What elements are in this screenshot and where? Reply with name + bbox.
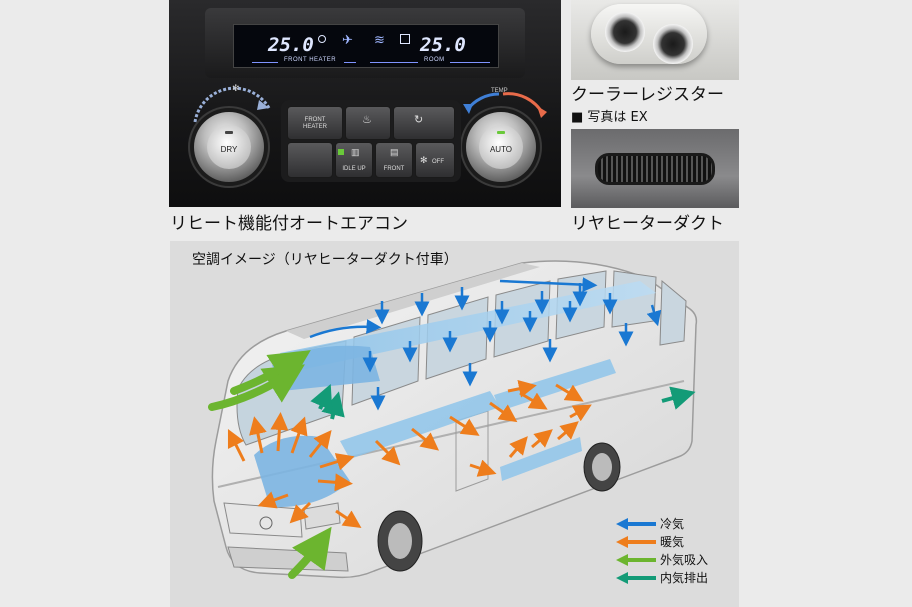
recirculation-icon: ↻ <box>414 114 424 126</box>
temp-knob-cap: AUTO <box>479 125 523 169</box>
display-underline-room-right <box>450 62 490 63</box>
idle-up-button[interactable]: ▥ IDLE UP <box>335 142 373 178</box>
display-underline-left <box>252 62 278 63</box>
rear-ac-caption: リヒート機能付オートエアコン <box>170 214 408 234</box>
room-label: ROOM <box>424 57 445 63</box>
cooler-register-photo <box>571 0 739 80</box>
bus-illustration <box>208 260 698 579</box>
display-underline-room-left <box>370 62 418 63</box>
blank-button[interactable] <box>287 142 333 178</box>
auto-indicator <box>497 131 505 134</box>
temp-scale <box>463 92 547 118</box>
duct-grille <box>595 153 715 185</box>
ac-off-button[interactable]: ✻ OFF <box>415 142 455 178</box>
vent-right-icon <box>653 24 693 64</box>
climate-display: 25.0 ✈ ≋ 25.0 FRONT HEATER ROOM <box>233 24 499 68</box>
front-heater-temp: 25.0 <box>268 34 314 56</box>
temp-knob[interactable]: AUTO <box>466 112 536 182</box>
floor-heater-duct <box>254 359 616 508</box>
outside-air-arrows <box>208 350 332 579</box>
cooler-register-caption: クーラーレジスター <box>571 85 724 105</box>
defrost-icon: ♨ <box>362 114 372 126</box>
front-heater-button[interactable]: FRONT HEATER <box>287 106 343 140</box>
rear-heater-duct-caption: リヤヒーターダクト <box>571 214 724 234</box>
fan-knob-cap: DRY <box>207 125 251 169</box>
recirculation-button[interactable]: ↻ <box>393 106 455 140</box>
temp-label: TEMP <box>491 88 508 94</box>
dry-label: DRY <box>220 145 238 154</box>
air-conditioning-diagram: 空調イメージ（リヤヒーターダクト付車） 冷気 暖気 外気吸入 内気排出 <box>170 241 739 607</box>
photo-note: ■ 写真は EX <box>571 110 648 125</box>
climate-control-photo: 25.0 ✈ ≋ 25.0 FRONT HEATER ROOM ✻ DRY TE… <box>169 0 561 207</box>
defrost-button[interactable]: ♨ <box>345 106 391 140</box>
idle-up-indicator <box>338 149 344 155</box>
exhaust-air-arrows <box>310 383 696 420</box>
front-heater-label: FRONT HEATER <box>284 57 337 63</box>
vent-left-icon <box>605 12 645 52</box>
warm-arrow-icon <box>616 536 656 548</box>
fan-knob[interactable]: DRY <box>194 112 264 182</box>
cold-air-arrows <box>309 277 662 411</box>
cold-arrow-icon <box>616 518 656 530</box>
seat-icon <box>400 34 410 44</box>
display-underline-mid <box>344 62 356 63</box>
room-temp: 25.0 <box>420 34 466 56</box>
rear-heater-duct-photo <box>571 129 739 208</box>
airflow-face-icon: ✈ <box>342 33 353 48</box>
warm-air-arrows <box>227 379 592 528</box>
fan-speed-scale <box>193 86 271 123</box>
front-heater-icon: ▤ <box>390 147 399 157</box>
rear-heater-icon: ▥ <box>351 147 360 157</box>
exhaust-arrow-icon <box>616 572 656 584</box>
knob-indicator <box>225 131 233 134</box>
outside-air-arrow-icon <box>616 554 656 566</box>
front-button[interactable]: ▤ FRONT <box>375 142 413 178</box>
fan-off-icon: ✻ <box>420 155 428 165</box>
auto-label: AUTO <box>489 145 513 154</box>
fan-icon <box>318 35 326 43</box>
airflow-mode-icon: ≋ <box>374 33 385 48</box>
fan-icon-small: ✻ <box>232 84 240 94</box>
diagram-title: 空調イメージ（リヤヒーターダクト付車） <box>192 252 458 268</box>
